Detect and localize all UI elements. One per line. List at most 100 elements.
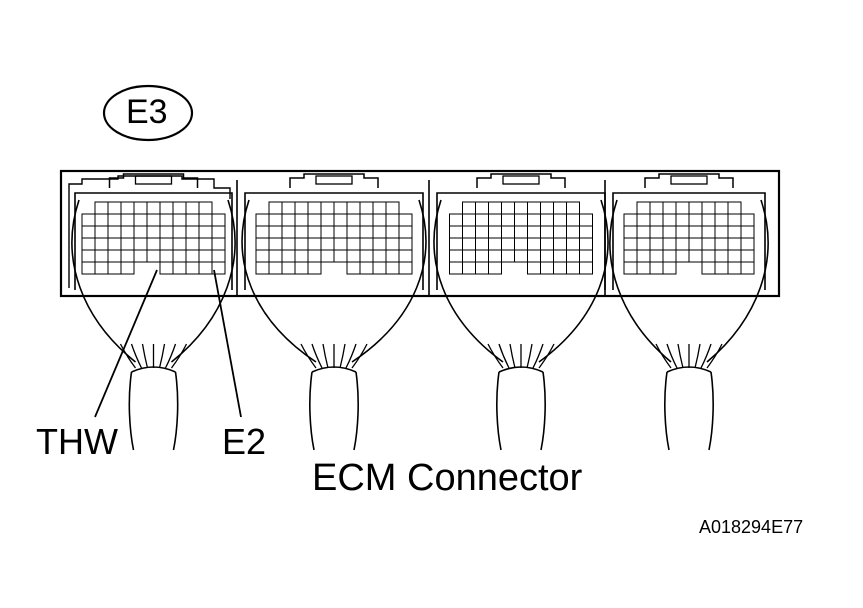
terminal-cavity (527, 213, 541, 227)
terminal-cavity (662, 213, 677, 227)
terminal-cavity (120, 201, 135, 215)
terminal-cavity (255, 249, 270, 263)
terminal-cavity (320, 201, 335, 215)
terminal-cavity (449, 261, 463, 275)
terminal-cavity (527, 237, 541, 251)
terminal-cavity (333, 201, 348, 215)
terminal-cavity (255, 261, 270, 275)
terminal-cavity (133, 237, 148, 251)
terminal-cavity (623, 213, 638, 227)
terminal-cavity (488, 201, 502, 215)
terminal-cavity (636, 213, 651, 227)
thw-terminal-label: THW (36, 421, 118, 462)
terminal-cavity (281, 201, 296, 215)
terminal-cavity (540, 225, 554, 239)
terminal-cavity (255, 213, 270, 227)
terminal-cavity (527, 249, 541, 263)
terminal-cavity (636, 237, 651, 251)
terminal-cavity (385, 249, 400, 263)
terminal-cavity (185, 249, 200, 263)
terminal-cavity (146, 213, 161, 227)
wire-strand (700, 343, 712, 369)
terminal-cavity (81, 261, 96, 275)
terminal-cavity (566, 249, 580, 263)
e2-leader-line (213, 269, 242, 418)
terminal-cavity (462, 249, 476, 263)
terminal-cavity (540, 261, 554, 275)
terminal-cavity (527, 261, 541, 275)
terminal-cavity (120, 261, 135, 275)
terminal-cavity (579, 249, 593, 263)
terminal-cavity (714, 201, 729, 215)
terminal-cavity (333, 213, 348, 227)
harness-curve-right (706, 199, 769, 363)
terminal-cavity (120, 249, 135, 263)
diagram-caption: ECM Connector (312, 457, 583, 499)
terminal-cavity (701, 201, 716, 215)
terminal-cavity (268, 261, 283, 275)
terminal-cavity (359, 201, 374, 215)
terminal-cavity (501, 249, 515, 263)
terminal-cavity (688, 225, 703, 239)
terminal-cavity (649, 213, 664, 227)
terminal-cavity (107, 237, 122, 251)
terminal-cavity (133, 201, 148, 215)
terminal-cavity (281, 237, 296, 251)
terminal-cavity (579, 261, 593, 275)
terminal-cavity (81, 249, 96, 263)
wire-strand (487, 343, 504, 369)
latch-tab (315, 175, 353, 185)
terminal-cavity (449, 237, 463, 251)
terminal-cavity (107, 225, 122, 239)
reference-code: A018294E77 (699, 517, 804, 537)
terminal-cavity (307, 225, 322, 239)
wire-strand (509, 343, 516, 369)
terminal-cavity (540, 201, 554, 215)
terminal-cavity (307, 201, 322, 215)
latch-tab (670, 175, 708, 185)
terminal-cavity (94, 237, 109, 251)
terminal-cavity (675, 225, 690, 239)
sleeve-top (311, 366, 357, 373)
sleeve-top (131, 366, 176, 373)
sleeve-right (172, 371, 179, 451)
terminal-cavity (623, 237, 638, 251)
connector-id-oval (102, 84, 194, 142)
thw-leader-line (94, 269, 158, 418)
wire-strand (119, 343, 137, 369)
wire-strand (498, 343, 510, 369)
sleeve-left (496, 371, 502, 451)
connector-latch (108, 173, 199, 188)
terminal-cavity (462, 225, 476, 239)
connector-block-2 (236, 173, 424, 295)
terminal-cavity (714, 225, 729, 239)
terminal-cavity (185, 201, 200, 215)
terminal-cavity (159, 201, 174, 215)
terminal-cavity (566, 261, 580, 275)
terminal-cavity (527, 201, 541, 215)
terminal-cavity (198, 237, 213, 251)
terminal-cavity (514, 225, 528, 239)
terminal-cavity (333, 225, 348, 239)
terminal-cavity (553, 237, 567, 251)
terminal-cavity (372, 249, 387, 263)
terminal-cavity (198, 201, 213, 215)
terminal-cavity (146, 237, 161, 251)
terminal-cavity (662, 261, 677, 275)
terminal-cavity (662, 237, 677, 251)
terminal-cavity (294, 201, 309, 215)
terminal-cavity (449, 225, 463, 239)
terminal-cavity (159, 249, 174, 263)
terminal-cavity (94, 225, 109, 239)
sleeve-top (498, 366, 544, 373)
harness-curve-right (538, 199, 609, 363)
terminal-cavity (294, 225, 309, 239)
terminal-cavity (107, 249, 122, 263)
terminal-cavity (398, 261, 413, 275)
terminal-cavity (198, 213, 213, 227)
wire-strand (300, 343, 317, 369)
terminal-cavity (359, 261, 374, 275)
terminal-cavity (94, 213, 109, 227)
terminal-cavity (398, 249, 413, 263)
